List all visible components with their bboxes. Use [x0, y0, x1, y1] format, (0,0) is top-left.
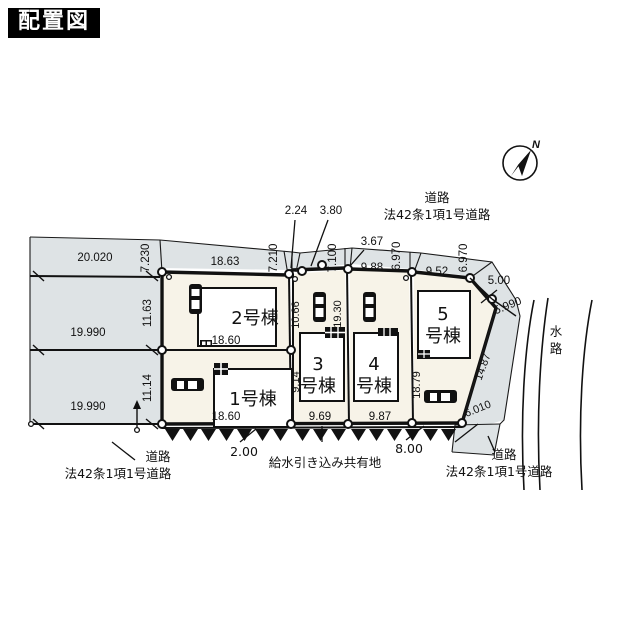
dim-v-7-230: 7.230: [140, 244, 152, 273]
dim-top-5-00: 5.00: [488, 275, 510, 287]
lot-3-label-2: 号棟: [300, 376, 336, 397]
dim-lot4-bottom: 9.87: [369, 411, 391, 423]
left-road-ticks: [32, 270, 159, 430]
lot-5-label-2: 号棟: [425, 326, 461, 347]
waterway-line-3: [579, 299, 593, 491]
house-5-outline: [417, 290, 471, 359]
lot-labels: 2号棟 1号棟 3 号棟 4 号棟 5 号棟: [229, 304, 461, 410]
house-3-outline: [299, 332, 345, 402]
dim-left-bottom: 19.990: [70, 401, 105, 413]
dim-top-18-63: 18.63: [211, 256, 240, 268]
bottom-retaining-wall-hatch: [161, 426, 463, 441]
dim-v-18-79: 18.79: [411, 371, 423, 399]
road-top-label-1: 道路: [424, 190, 450, 205]
car-icon: [171, 378, 204, 391]
left-road-grid: [29, 236, 161, 425]
lot-4-label-2: 号棟: [356, 376, 392, 397]
car-icon: [424, 390, 457, 403]
dim-v-11-63: 11.63: [142, 299, 154, 327]
width-8-00-label: 8.00: [395, 441, 423, 456]
parking-car-icons: [171, 284, 457, 403]
car-icon: [189, 284, 202, 314]
lot-1-label: 1号棟: [229, 389, 276, 410]
dim-v-11-14: 11.14: [142, 373, 154, 402]
lot-5-label-1: 5: [437, 304, 448, 325]
compass-north-label: N: [532, 139, 541, 151]
car-icon: [363, 292, 376, 322]
road-left-label-2: 法42条1項1号道路: [65, 466, 172, 481]
annotation-labels: 道路 法42条1項1号道路 水 路 道路 法42条1項1号道路 2.00 給水引…: [65, 190, 563, 481]
dim-v-9-14: 9.14: [290, 371, 302, 392]
dimension-leaders: [290, 219, 517, 317]
house-1-outline: [213, 368, 293, 428]
lot-4-label-1: 4: [368, 354, 379, 375]
dim-top-9-52: 9.52: [426, 266, 448, 278]
road-left-label-1: 道路: [145, 449, 171, 464]
dim-left-mid: 19.990: [70, 327, 105, 339]
house-4-outline: [353, 332, 399, 402]
waterway-line-1: [521, 299, 535, 491]
dim-top-9-88: 9.88: [361, 262, 383, 274]
width-2-00-label: 2.00: [230, 444, 258, 459]
dim-top-3-67: 3.67: [361, 236, 383, 248]
road-bottom-right-area: [452, 424, 500, 455]
waterway-label-2: 路: [550, 341, 563, 356]
shared-water-supply-label: 給水引き込み共有地: [269, 455, 382, 470]
waterway-line-2: [537, 297, 549, 491]
road-top-area: [160, 240, 499, 283]
dim-lot3-bottom: 9.69: [309, 411, 331, 423]
dim-v-6-970-b: 6.970: [458, 244, 470, 273]
road-top-label-2: 法42条1項1号道路: [384, 207, 491, 222]
compass-icon: N: [502, 139, 541, 181]
road-left-area: [30, 237, 160, 425]
dim-left-top: 20.020: [77, 252, 112, 264]
lot-2-label: 2号棟: [231, 308, 278, 329]
dim-lot2-bottom: 18.60: [212, 335, 241, 347]
road-right-label-2: 法42条1項1号道路: [446, 464, 553, 479]
dim-v-7-100: 7.100: [327, 244, 339, 273]
road-right-label-1: 道路: [491, 447, 517, 462]
house-2-outline: [197, 287, 277, 347]
house-footprints: [197, 287, 471, 428]
dim-top-3-80: 3.80: [320, 205, 342, 217]
dim-v-7-210: 7.210: [268, 244, 280, 273]
waterway-label-1: 水: [550, 324, 563, 339]
road-areas: [30, 237, 520, 455]
road-right-area: [462, 300, 520, 430]
car-icon: [313, 292, 326, 322]
dim-top-2-24: 2.24: [285, 205, 308, 217]
dim-v-19-30: 19.30: [332, 300, 344, 328]
page-title: 配置図: [8, 8, 101, 38]
dim-v-10-66: 10.66: [290, 301, 302, 329]
dim-v-6-970-a: 6.970: [391, 242, 403, 271]
dim-lot1-bottom: 18.60: [212, 411, 241, 423]
lot-3-label-1: 3: [312, 354, 323, 375]
